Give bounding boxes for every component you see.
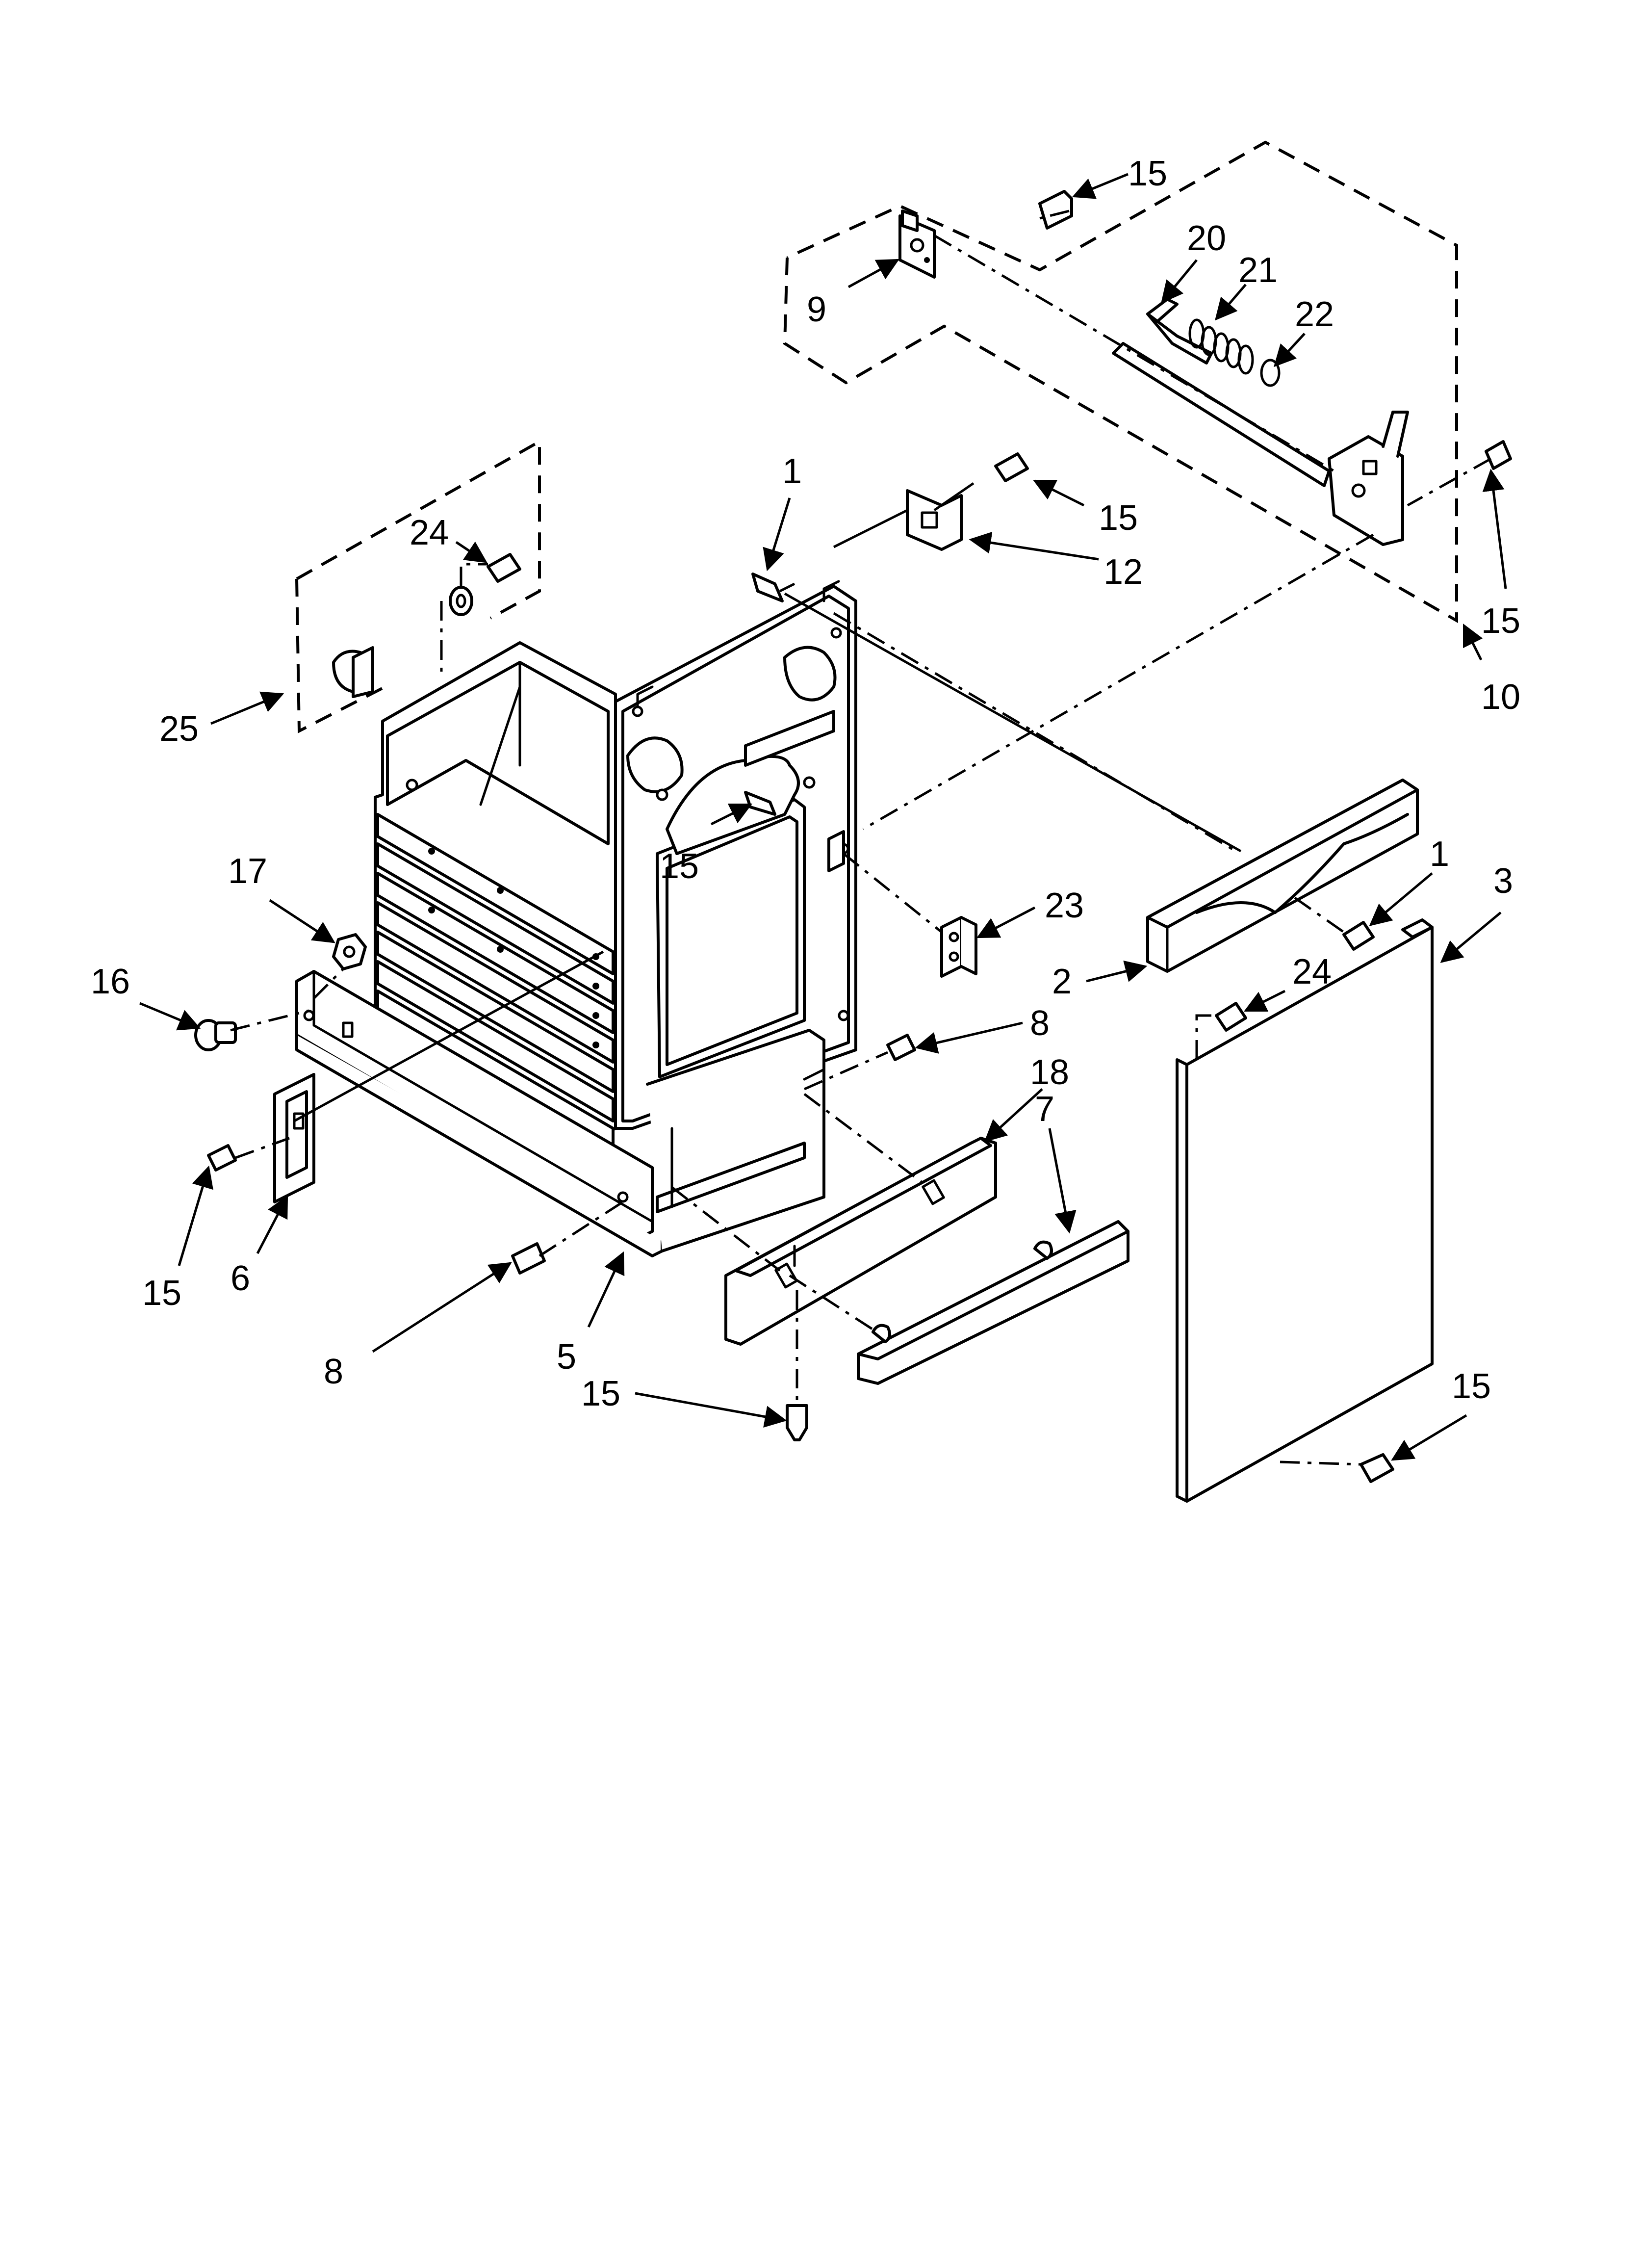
screw-15-top [1038,190,1073,230]
callout-7: 7 [1035,1090,1054,1129]
screw-1-frame [751,573,784,602]
callout-15-inner: 15 [660,847,699,886]
hinge-9 [898,209,936,279]
foot-16 [194,1019,237,1051]
screw-15-panel [994,452,1029,482]
callout-15-bracket: 15 [142,1274,181,1313]
callout-12: 12 [1103,552,1143,592]
washer-22 [1260,359,1281,387]
callout-18: 18 [1030,1053,1069,1092]
screw-15-inner [744,791,776,816]
callout-3: 3 [1493,861,1513,901]
bracket-12 [906,489,963,551]
nut-17 [332,933,367,970]
door-stop-assembly-outline [295,439,541,733]
callout-1-frame: 1 [782,452,802,491]
screw-15-bottom [786,1404,808,1441]
screw-8-base [511,1242,546,1275]
bottom-trim-18 [724,1137,997,1346]
callout-15-right: 15 [1481,601,1520,641]
callout-22: 22 [1295,295,1334,334]
screw-15-bracket [207,1144,237,1172]
callout-8-frame: 8 [1030,1004,1050,1043]
screw-15-right [1485,440,1512,470]
callout-8-base: 8 [324,1352,343,1391]
callout-9: 9 [807,290,826,329]
callout-25: 25 [159,709,199,749]
latch-bracket [1328,411,1409,546]
screw-24-door [1215,1002,1247,1032]
callout-15-bottom: 15 [581,1374,620,1413]
callout-6: 6 [231,1259,250,1298]
door-latch-assembly-outline [783,140,1458,624]
callout-15-panel: 15 [1099,498,1138,538]
callout-23: 23 [1045,886,1084,925]
door-panel-3 [1176,918,1434,1503]
base-rail [295,970,825,1257]
kick-plate-7 [857,1220,1129,1385]
callout-5: 5 [557,1337,576,1377]
screw-15-door [1360,1453,1394,1483]
alignment-lines [230,209,1492,1466]
louver-fins [376,813,615,1152]
callout-10: 10 [1481,678,1520,717]
callout-16: 16 [91,962,130,1001]
door-stop-25 [332,646,374,698]
leader-arrows [139,173,1507,1461]
callout-labels: 15 20 21 22 9 1 15 12 15 10 24 25 15 23 … [91,154,1520,1413]
callout-2: 2 [1052,962,1072,1001]
callout-24-door: 24 [1292,952,1332,991]
spring-21 [1188,318,1254,375]
hinge-bracket-6 [273,1073,315,1203]
callout-20: 20 [1187,219,1226,258]
callout-17: 17 [228,852,267,891]
strike-23 [940,916,977,978]
screw-24-stop [487,553,521,583]
cabinet-frame-panel [614,580,857,1130]
callout-15-door: 15 [1452,1367,1491,1406]
screw-8-frame [886,1034,916,1061]
washer-24-upper [449,586,473,616]
screw-1-trim [1342,921,1375,951]
callout-1-trim: 1 [1430,834,1449,874]
callout-15-top-screw: 15 [1128,154,1167,193]
callout-21: 21 [1238,251,1278,290]
door-top-trim-2 [1146,779,1419,973]
callout-24-stop: 24 [410,513,449,552]
